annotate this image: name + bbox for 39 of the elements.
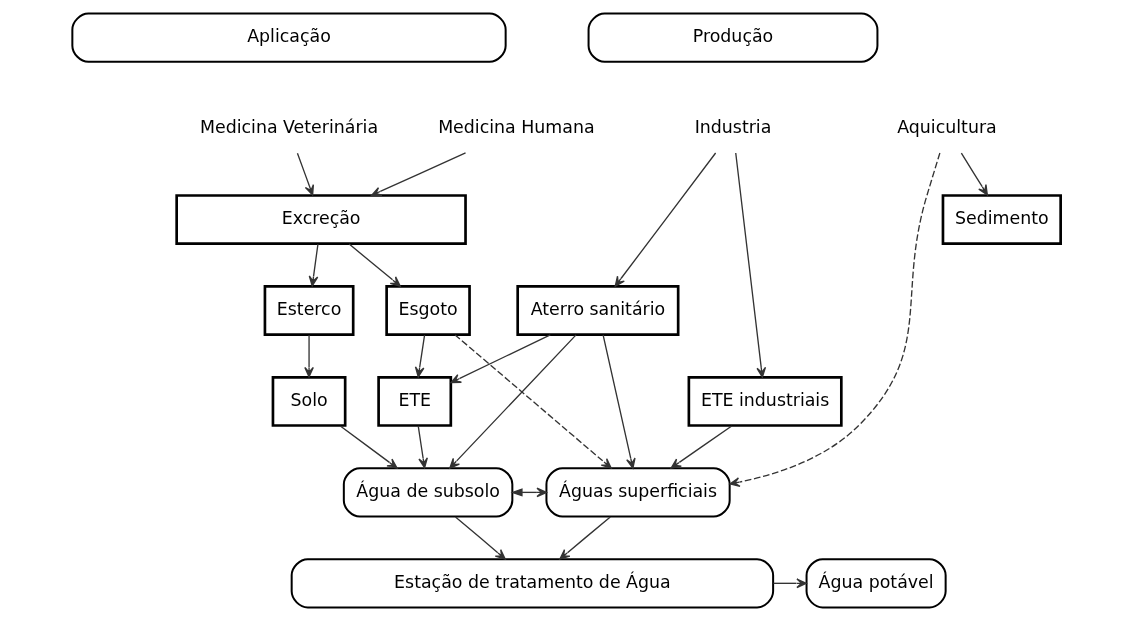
node-box: Solo [271, 376, 346, 427]
arrow [417, 425, 428, 469]
node-box: Águas superficiais [544, 467, 731, 518]
arrow [448, 334, 577, 469]
arrow [734, 152, 766, 378]
node-box: Aterro sanitário [515, 285, 679, 336]
node-box: Estação de tratamento de Água [290, 558, 774, 609]
node-box: ETE [376, 376, 452, 427]
arrow [348, 243, 401, 287]
arrow [339, 425, 398, 469]
node-text: Medicina Humana [437, 117, 595, 138]
node-box: Sedimento [941, 194, 1062, 245]
arrow [601, 334, 636, 469]
arrow [772, 578, 807, 589]
arrow [960, 152, 988, 196]
arrow [670, 425, 732, 469]
node-box: Excreção [174, 194, 467, 245]
arrow [728, 152, 941, 487]
node-box: Água de subsolo [342, 467, 513, 518]
arrow [370, 152, 466, 197]
node-box: Aplicação [70, 12, 507, 63]
node-box: Produção [587, 12, 878, 63]
arrow [449, 334, 551, 384]
node-box: ETE industriais [687, 376, 843, 427]
node-box: Esterco [263, 285, 355, 336]
node-text: Aquicultura [896, 117, 997, 138]
arrow [558, 516, 611, 560]
node-text: Industria [694, 117, 771, 138]
arrow [614, 152, 716, 287]
arrow [454, 516, 506, 560]
arrow [296, 152, 314, 196]
node-text: Medicina Veterinária [199, 117, 378, 138]
arrow [510, 487, 547, 498]
arrow [414, 334, 425, 378]
arrow [303, 334, 314, 378]
arrow [308, 243, 319, 287]
node-box: Esgoto [384, 285, 471, 336]
node-box: Água potável [805, 558, 947, 609]
arrow [453, 334, 612, 469]
